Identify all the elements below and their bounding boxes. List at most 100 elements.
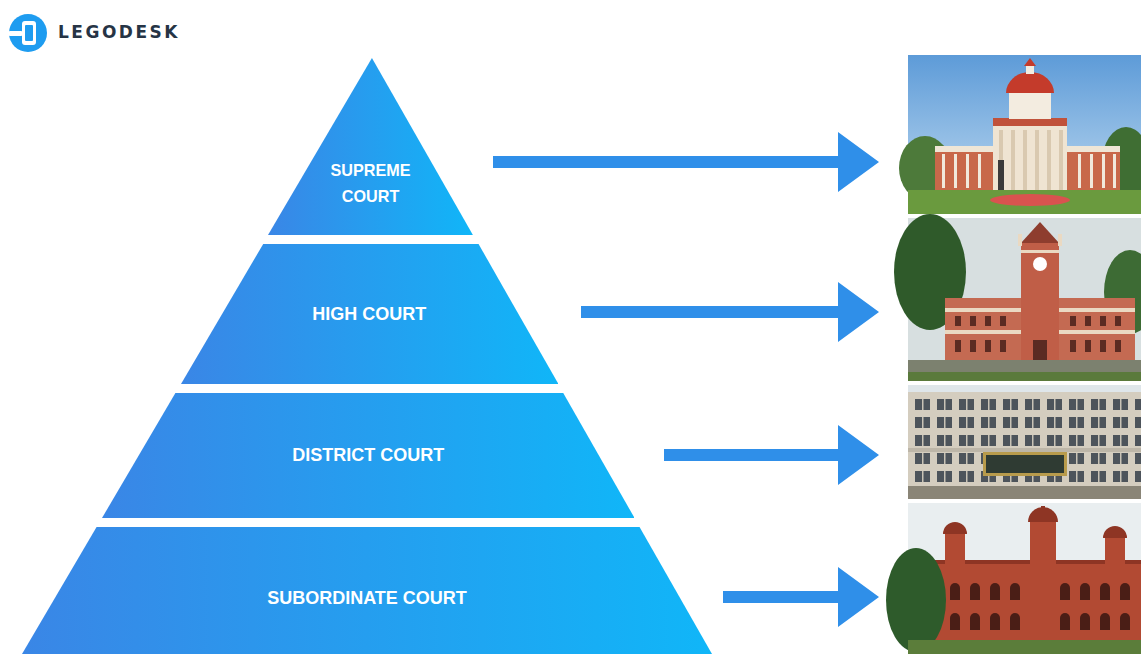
subordinate-court-photo-part (945, 532, 965, 564)
district-court-photo-part (983, 452, 1067, 476)
subordinate-court-photo-part (1030, 520, 1056, 564)
band-fill (22, 527, 712, 654)
supreme-court-photo-part (1024, 58, 1036, 66)
subordinate-court-photo-part-part (970, 583, 980, 600)
high-court-photo-part-part (1115, 316, 1121, 326)
high-court-photo-part (1058, 234, 1062, 246)
pointer-arrows-part (581, 282, 879, 342)
subordinate-court-photo-part (886, 548, 946, 652)
high-court-photo-part (1033, 257, 1047, 271)
logo-icon (8, 14, 47, 52)
pointer-arrows-part (664, 425, 879, 485)
high-court-photo-part (1021, 242, 1059, 362)
high-court-photo-part (1021, 222, 1059, 243)
supreme-court-photo-part (908, 55, 1141, 214)
subordinate-court-photo-part-part (970, 613, 980, 630)
high-court-photo-part-part (970, 316, 976, 326)
subordinate-court-photo-part (1041, 506, 1045, 514)
high-court-photo-part-part (1100, 316, 1106, 326)
supreme-court-photo-part-part (999, 130, 1003, 190)
supreme-court-photo-part (999, 130, 1063, 190)
subordinate-court-photo-part-part (1010, 583, 1020, 600)
band-fill (102, 393, 635, 518)
subordinate-court-photo-part-part (990, 613, 1000, 630)
high-court-photo-part (1033, 340, 1047, 362)
band-shape (268, 58, 473, 235)
subordinate-court-photo-part-part (1100, 583, 1110, 600)
supreme-court-photo-part-part (942, 154, 945, 188)
supreme-court-photo-part-part (1011, 130, 1015, 190)
subordinate-court-photo-part-part (1080, 583, 1090, 600)
pointer-arrows-part (723, 567, 879, 627)
subordinate-court-photo-part-part (1010, 613, 1020, 630)
high-court-photo-part-part (1070, 316, 1076, 326)
brand-name: LEGODESK (58, 22, 180, 42)
subordinate-court-photo-part-part (1120, 583, 1130, 600)
supreme-court-photo-part-part (954, 154, 957, 188)
supreme-court-photo-part (908, 190, 1141, 214)
high-court-photo-part (1021, 250, 1059, 253)
subordinate-court-photo-part-part (950, 613, 960, 630)
court-level-label: HIGH COURT (312, 301, 426, 327)
supreme-court-photo-part (993, 118, 1067, 192)
supreme-court-photo-part-part (1047, 130, 1051, 190)
high-court-photo-part-part (1085, 340, 1091, 352)
supreme-court-photo-part-part (1035, 130, 1039, 190)
district-court-photo-part (908, 385, 1141, 499)
district-court-photo-part (908, 448, 1141, 452)
high-court-photo-part-part (1115, 340, 1121, 352)
supreme-court-photo (899, 55, 1141, 214)
supreme-court-photo-part (998, 160, 1004, 190)
high-court-photo-part (908, 360, 1141, 381)
high-court-photo-part-part (1100, 340, 1106, 352)
logo-icon-part (8, 31, 23, 36)
district-court-photo-part (908, 392, 1141, 488)
subordinate-court-photo-part (1105, 536, 1125, 564)
supreme-court-photo-part-part (1023, 130, 1027, 190)
supreme-court-photo-part (990, 194, 1070, 206)
court-level-label: SUBORDINATE COURT (267, 585, 467, 611)
high-court-photo-part-part (985, 340, 991, 352)
subordinate-court-photo-part-part (1060, 613, 1070, 630)
district-court-photo (908, 385, 1141, 499)
high-court-photo-part-part (1000, 340, 1006, 352)
high-band: HIGH COURT (181, 244, 558, 384)
supreme-court-photo-part (993, 118, 1067, 126)
high-court-photo-part (908, 372, 1141, 381)
supreme-court-photo-part-part (1102, 154, 1105, 188)
logo-icon-part (25, 25, 33, 41)
supreme-court-photo-part-part (1078, 154, 1081, 188)
band-fill (181, 244, 558, 384)
subordinate-court-photo-part (908, 640, 1141, 654)
logo-icon-part (22, 21, 36, 45)
subordinate-court-photo-part-part (950, 583, 960, 600)
high-court-photo-part-part (955, 316, 961, 326)
high-court-photo-part-part (1085, 316, 1091, 326)
supreme-court-photo-part-part (966, 154, 969, 188)
supreme-court-photo-part (1006, 72, 1054, 93)
subordinate-court-photo-part (943, 522, 967, 534)
district-court-photo-part (908, 486, 1141, 499)
court-level-label: SUPREME COURT (312, 157, 430, 209)
subordinate-court-photo-part-part (990, 583, 1000, 600)
subordinate-court-photo (886, 503, 1141, 654)
supreme-court-photo-part-part (1090, 154, 1093, 188)
high-court-photo-part-part (985, 316, 991, 326)
high-court-photo (894, 214, 1141, 381)
subordinate-court-photo-part-part (1060, 583, 1070, 600)
high-court-photo-part (1018, 234, 1022, 246)
supreme-court-photo-part-part (978, 154, 981, 188)
supreme-court-photo-part (1009, 92, 1051, 119)
subordinate-court-photo-part (1028, 507, 1058, 522)
district-court-photo-part (986, 455, 1064, 473)
subordinate-court-photo-part-part (1100, 613, 1110, 630)
supreme-band: SUPREME COURT (268, 58, 473, 235)
district-band: DISTRICT COURT (102, 393, 635, 518)
subordinate-court-photo-part-part (1080, 613, 1090, 630)
subordinate-court-photo-part-part (1120, 613, 1130, 630)
high-court-photo-part-part (1000, 316, 1006, 326)
high-court-photo-part-part (1070, 340, 1076, 352)
band-fill (268, 58, 473, 235)
high-court-photo-part-part (955, 340, 961, 352)
